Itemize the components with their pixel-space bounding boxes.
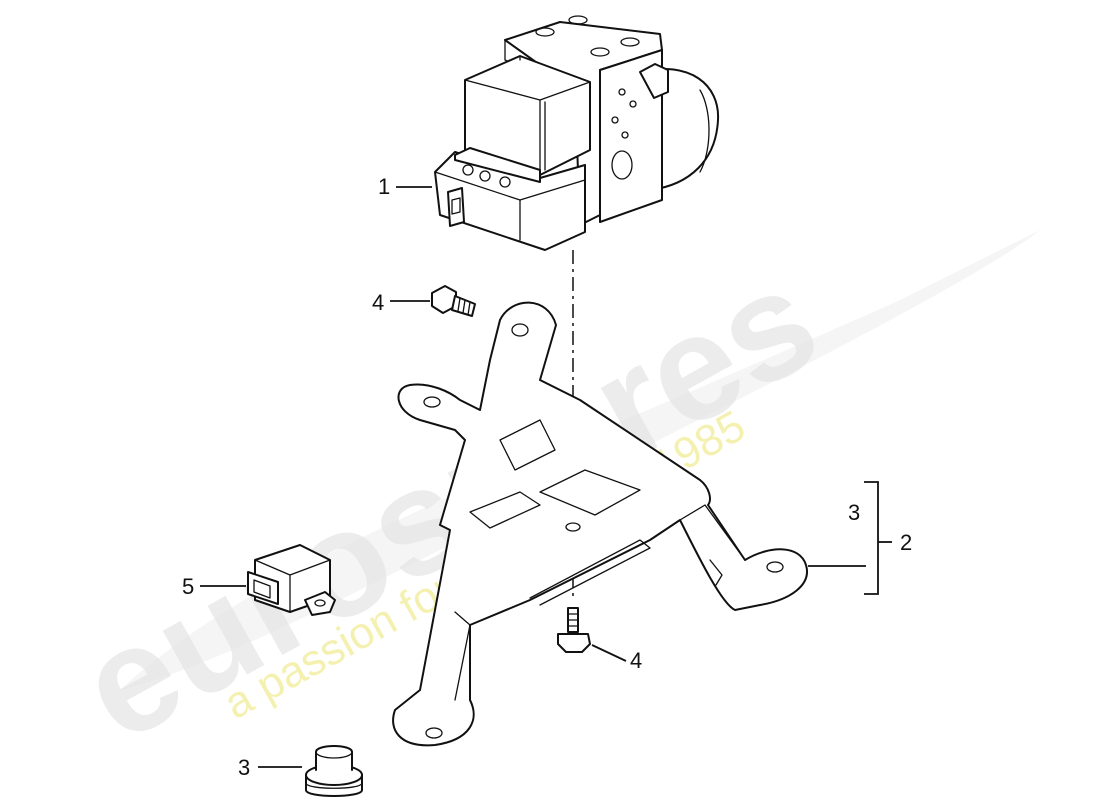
abs-mounting-bracket[interactable] <box>392 301 808 747</box>
bolt-bottom[interactable] <box>557 607 591 653</box>
callout-2-group: 2 <box>900 530 912 555</box>
abs-hydraulic-unit[interactable] <box>434 15 720 251</box>
assembly-group-marker <box>808 481 892 595</box>
callout-4-bottom: 4 <box>630 648 642 673</box>
callout-3-group: 3 <box>848 500 860 525</box>
bolt-top[interactable] <box>431 285 476 317</box>
callout-4-top: 4 <box>372 290 384 315</box>
callout-1: 1 <box>378 174 390 199</box>
yaw-rate-sensor[interactable] <box>247 544 336 616</box>
callout-3-bottom: 3 <box>238 755 250 780</box>
rubber-mount[interactable] <box>305 745 363 797</box>
leader-4-bottom <box>591 644 627 662</box>
callout-5: 5 <box>182 574 194 599</box>
